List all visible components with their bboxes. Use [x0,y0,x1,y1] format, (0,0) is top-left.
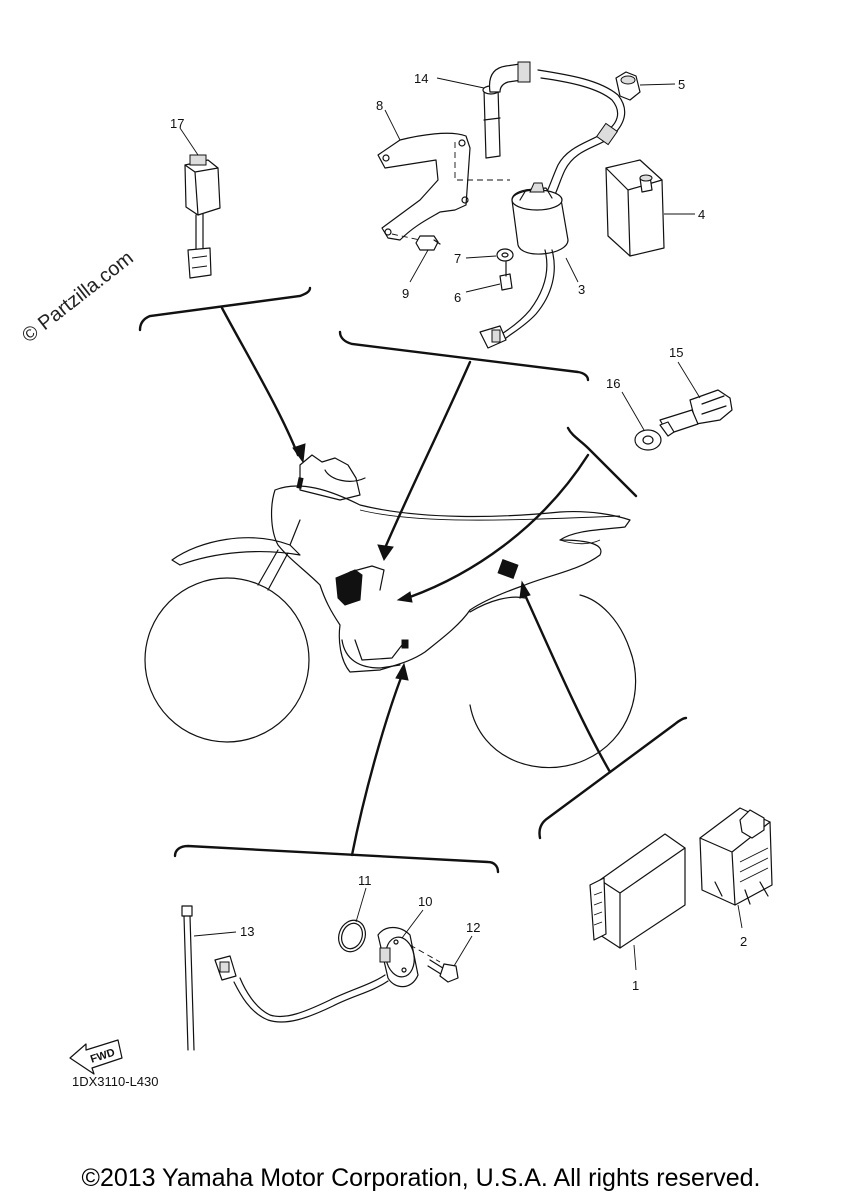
callout-16: 16 [606,376,620,391]
callout-2: 2 [740,934,747,949]
frame-outline [271,485,631,673]
callout-leaders [179,77,743,971]
engine-outline [341,639,401,669]
callout-12: 12 [466,920,480,935]
part-14-plug-cap [482,61,531,159]
part-13-cable-tie [181,905,195,1051]
front-fender [171,537,301,566]
part-3-ignition-coil [479,69,626,349]
part-8-bracket [377,132,510,241]
bracket-temp [566,426,638,498]
arrow-cdi [519,580,531,599]
part-6-screw [499,261,513,291]
callout-13: 13 [240,924,254,939]
leader-sensor [350,673,404,857]
part-1-cdi [589,833,686,949]
callout-9: 9 [402,286,409,301]
number-plate [299,454,361,501]
handlebar [324,469,366,482]
part-16-gasket [634,429,662,451]
callout-1: 1 [632,978,639,993]
callout-3: 3 [578,282,585,297]
mark-sensor [354,639,403,661]
callout-6: 6 [454,290,461,305]
arrow-sensor [395,662,409,681]
leader-coil [383,360,472,550]
rear-fender [559,539,601,545]
arrow-coil [377,544,394,562]
callout-14: 14 [414,71,428,86]
part-4-coil-cover [605,159,665,257]
callout-5: 5 [678,77,685,92]
mark-sensor-plug [401,639,409,649]
part-2-regulator [699,807,773,906]
copyright-footer: ©2013 Yamaha Motor Corporation, U.S.A. A… [81,1164,761,1192]
leader-temp [408,453,590,599]
callout-7: 7 [454,251,461,266]
callout-4: 4 [698,207,705,222]
mark-cdi [497,559,519,579]
bracket-cdi [538,716,688,840]
mark-ignition-coil [335,569,363,606]
callout-15: 15 [669,345,683,360]
part-9-bolt [391,233,441,251]
bracket-relay [138,286,312,332]
diagram-code: 1DX3110-L430 [72,1074,159,1089]
motorcycle-silhouette [144,454,637,769]
part-15-temp-sensor [659,389,733,437]
arrow-temp [396,591,413,603]
part-7-washer [496,248,514,262]
leader-cdi [523,593,612,774]
rear-wheel [469,594,637,769]
callout-10: 10 [418,894,432,909]
leader-relay [220,306,300,457]
seat-line [359,509,621,521]
part-12-screw [427,959,459,983]
callout-17: 17 [170,116,184,131]
front-wheel [144,577,310,743]
fwd-arrow: FWD [69,1039,123,1075]
part-17-relay [184,154,221,279]
mark-coil-bracket [349,565,385,591]
front-fork [257,519,301,591]
part-10-sensor [214,926,441,1023]
bracket-coil [338,330,590,382]
mark-headlight-relay [296,477,304,489]
callout-numbers: 17 8 14 5 4 3 7 6 9 15 16 1 2 11 10 12 1… [170,71,747,993]
part-11-o-ring [338,919,366,953]
bracket-sensor [173,844,500,874]
arrow-relay [292,443,306,464]
group-brackets [138,286,688,874]
part-5-cap [615,71,641,101]
callout-11: 11 [358,873,372,888]
callout-8: 8 [376,98,383,113]
